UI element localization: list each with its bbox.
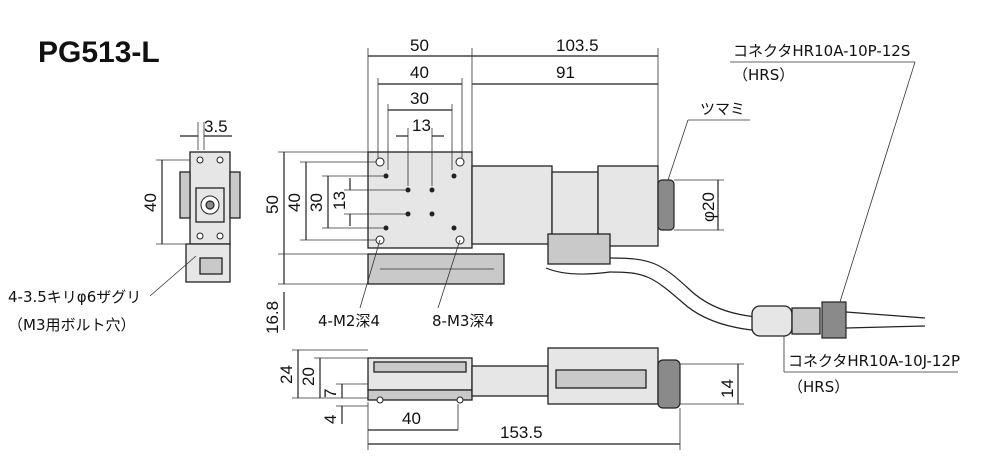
motor-body bbox=[597, 165, 659, 247]
m3-hole bbox=[451, 173, 457, 179]
motor-block bbox=[551, 171, 599, 243]
motor-housing bbox=[471, 165, 553, 245]
connector-top-label: コネクタHR10A-10P-12S bbox=[733, 42, 910, 60]
m2-hole bbox=[375, 157, 385, 167]
left-dim-40: 40 bbox=[285, 193, 304, 212]
side-view-bore-core bbox=[205, 200, 215, 210]
front-dim-4: 4 bbox=[321, 415, 340, 424]
top-view: 50 103.5 40 91 30 13 50 40 30 13 bbox=[263, 36, 960, 396]
cable-stub bbox=[545, 267, 611, 275]
counterbore-label: 4-3.5キリφ6ザグリ bbox=[8, 288, 141, 306]
holes-m2-label: 4-M2深4 bbox=[318, 312, 380, 330]
top-dim-13: 13 bbox=[412, 116, 431, 135]
left-dim-16-8: 16.8 bbox=[263, 301, 282, 334]
side-view-hole bbox=[216, 156, 224, 164]
side-view-flange-right bbox=[229, 171, 241, 219]
top-dim-103-5: 103.5 bbox=[556, 36, 599, 55]
knob-label: ツマミ bbox=[700, 100, 745, 118]
m3-hole bbox=[405, 211, 411, 217]
m3-hole bbox=[451, 225, 457, 231]
m3-hole bbox=[383, 173, 389, 179]
connector-bottom-maker: （HRS） bbox=[788, 378, 849, 396]
holes-m3-label: 8-M3深4 bbox=[432, 312, 494, 330]
side-view-hole bbox=[196, 156, 204, 164]
front-hole bbox=[456, 396, 464, 404]
cable-connector-p bbox=[821, 301, 847, 339]
left-dim-50: 50 bbox=[263, 195, 282, 214]
top-dim-50: 50 bbox=[410, 36, 429, 55]
counterbore-note: （M3用ボルト穴） bbox=[8, 316, 136, 334]
front-dim-14: 14 bbox=[718, 379, 737, 398]
top-dim-91: 91 bbox=[556, 63, 575, 82]
front-dim-24: 24 bbox=[277, 365, 296, 384]
front-knob bbox=[657, 359, 681, 409]
front-connector-housing bbox=[555, 369, 647, 389]
front-dim-40: 40 bbox=[402, 409, 421, 428]
side-view: 3.5 40 4-3.5キリφ6ザグリ （M3用ボルト穴） bbox=[8, 117, 241, 334]
front-dim-7: 7 bbox=[321, 389, 340, 398]
front-hole bbox=[376, 396, 384, 404]
front-motor-housing bbox=[471, 365, 549, 397]
knob-dim-phi20: φ20 bbox=[699, 192, 718, 222]
cable-connector-j bbox=[791, 307, 821, 335]
side-view-hole bbox=[196, 232, 204, 240]
connector-top-maker: （HRS） bbox=[733, 66, 794, 84]
front-table-rail bbox=[373, 361, 467, 373]
side-view-flange-left bbox=[179, 171, 191, 219]
front-dim-153-5: 153.5 bbox=[500, 423, 543, 442]
left-dim-13: 13 bbox=[330, 191, 349, 210]
m3-hole bbox=[429, 187, 435, 193]
top-dim-30: 30 bbox=[410, 89, 429, 108]
m3-hole bbox=[383, 225, 389, 231]
cable-connector-body bbox=[751, 305, 793, 337]
connector-bottom-label: コネクタHR10A-10J-12P bbox=[788, 352, 960, 370]
m3-hole bbox=[429, 211, 435, 217]
top-dim-40: 40 bbox=[410, 63, 429, 82]
side-dim-3-5: 3.5 bbox=[204, 117, 228, 136]
side-view-motor-detail bbox=[199, 257, 223, 275]
side-view-hole bbox=[216, 232, 224, 240]
connector-housing bbox=[547, 233, 611, 265]
front-dim-20: 20 bbox=[299, 367, 318, 386]
left-dim-30: 30 bbox=[307, 193, 326, 212]
front-view: 24 20 7 4 40 153.5 14 bbox=[277, 347, 744, 450]
m3-hole bbox=[405, 187, 411, 193]
knob bbox=[657, 179, 675, 231]
side-dim-40: 40 bbox=[141, 193, 160, 212]
m2-hole bbox=[455, 157, 465, 167]
front-stage-base bbox=[367, 389, 473, 401]
stage-table bbox=[367, 151, 473, 249]
drawing-title: PG513-L bbox=[38, 36, 160, 69]
